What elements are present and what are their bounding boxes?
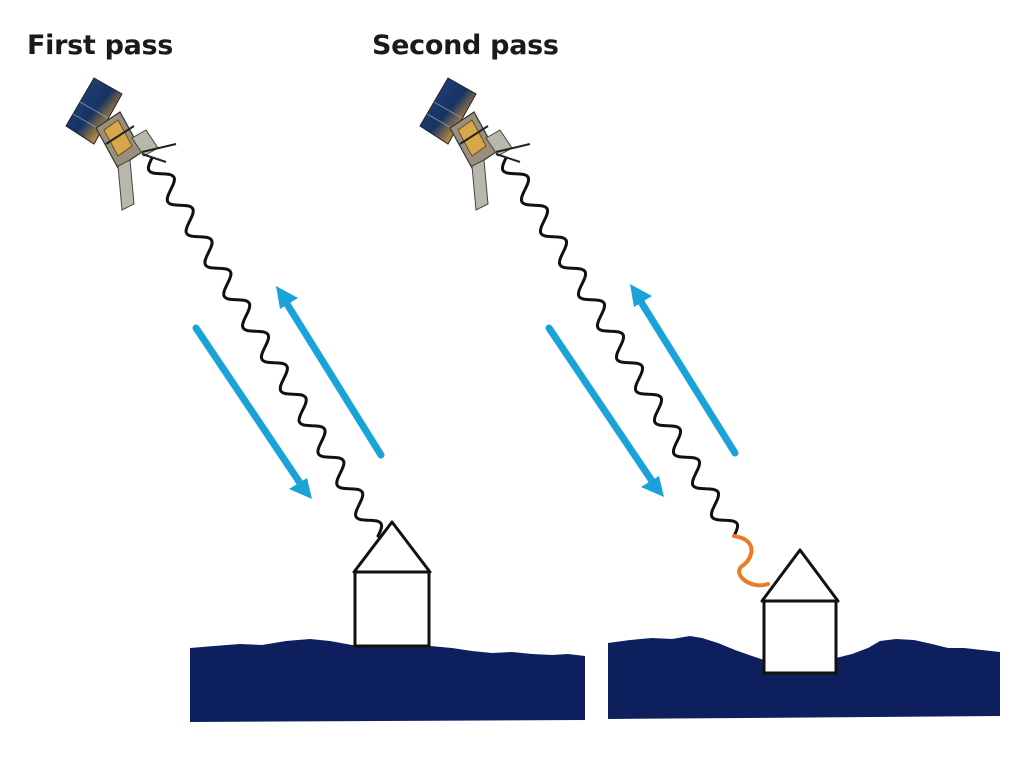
house-icon [352, 520, 432, 648]
arrow-down-right-icon [545, 324, 664, 497]
panel-title-first-pass: First pass [27, 30, 174, 61]
panel-title-second-pass: Second pass [372, 30, 559, 61]
extra-path-wave-icon [732, 534, 770, 588]
radar-wave-icon [146, 156, 384, 538]
panel-second-pass [419, 77, 1000, 719]
arrow-down-right-icon [192, 324, 312, 499]
satellite-icon [65, 77, 177, 211]
ground-second-pass [608, 636, 1000, 719]
house-icon [760, 548, 840, 675]
radar-wave-icon [501, 156, 739, 538]
satellite-icon [419, 77, 531, 211]
panel-first-pass [65, 77, 585, 722]
arrow-up-left-icon [276, 286, 385, 459]
ground-first-pass [190, 639, 585, 722]
arrow-up-left-icon [630, 284, 739, 457]
